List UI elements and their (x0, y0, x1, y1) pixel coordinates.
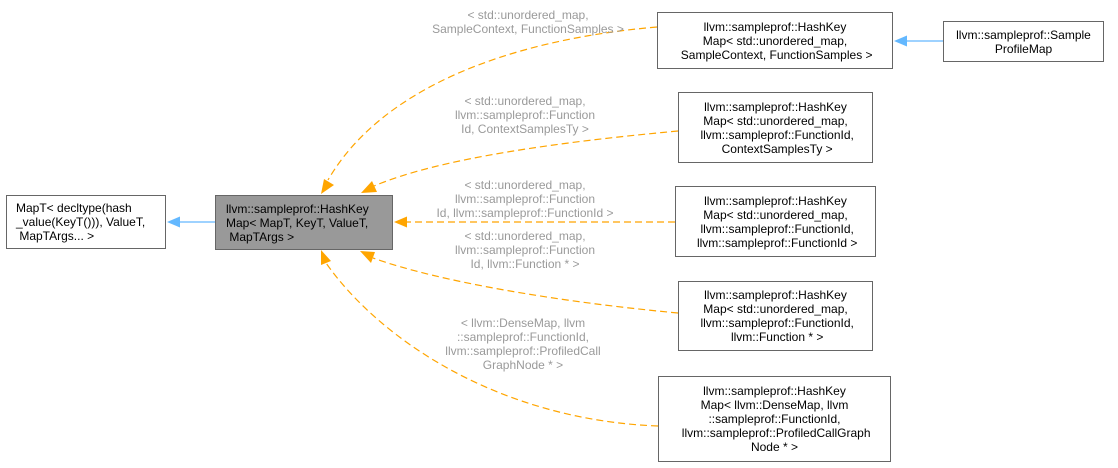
template-edge-d4 (360, 251, 679, 314)
node-hashkeymap-contextsamples[interactable]: llvm::sampleprof::HashKey Map< std::unor… (678, 92, 873, 163)
inheritance-edge-focus-to-base (167, 216, 215, 228)
template-edge-d1 (321, 26, 658, 194)
node-sampleprofilemap[interactable]: llvm::sampleprof::Sample ProfileMap (943, 21, 1104, 62)
template-edge-d5 (321, 250, 659, 427)
node-mapt-base[interactable]: MapT< decltype(hash _value(KeyT())), Val… (6, 195, 166, 249)
inheritance-edge-sampleprofilemap-to-hashkeymap (894, 35, 943, 47)
edge-label-5: < llvm::DenseMap, llvm ::sampleprof::Fun… (445, 316, 601, 372)
template-edge-d3 (394, 216, 675, 228)
node-hashkeymap-densemap[interactable]: llvm::sampleprof::HashKey Map< llvm::Den… (658, 376, 891, 462)
edge-label-3: < std::unordered_map, llvm::sampleprof::… (436, 178, 614, 220)
node-hashkeymap-functionid[interactable]: llvm::sampleprof::HashKey Map< std::unor… (675, 186, 876, 257)
edge-label-1: < std::unordered_map, SampleContext, Fun… (432, 8, 624, 36)
node-hashkeymap-samplecontext[interactable]: llvm::sampleprof::HashKey Map< std::unor… (657, 12, 893, 69)
edge-label-4: < std::unordered_map, llvm::sampleprof::… (454, 229, 596, 271)
template-edge-d2 (361, 130, 679, 193)
node-hashkeymap-focus: llvm::sampleprof::HashKey Map< MapT, Key… (215, 195, 393, 250)
node-hashkeymap-function[interactable]: llvm::sampleprof::HashKey Map< std::unor… (678, 281, 873, 351)
edge-label-2: < std::unordered_map, llvm::sampleprof::… (454, 94, 596, 136)
